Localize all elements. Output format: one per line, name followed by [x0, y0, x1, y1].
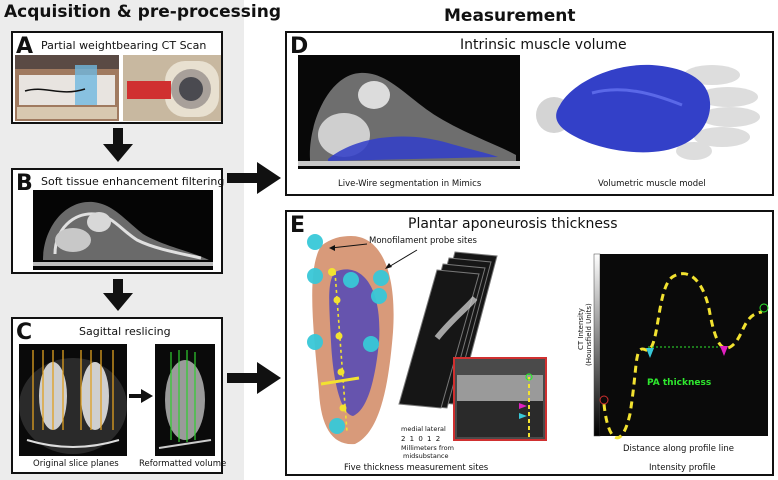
- panel-e-letter: E: [290, 213, 306, 238]
- panel-c-title: Sagittal reslicing: [79, 325, 171, 338]
- y-axis-units-label: (Hounsfield Units): [585, 303, 593, 366]
- panel-e-caption-profile: Intensity profile: [649, 463, 716, 473]
- panel-e-caption-sites: Five thickness measurement sites: [344, 463, 489, 473]
- panel-a-title: Partial weightbearing CT Scan: [41, 39, 207, 52]
- original-slice-planes-image: [19, 344, 127, 456]
- panel-b: B Soft tissue enhancement filtering: [11, 168, 225, 274]
- scale-medial-label: medial: [401, 425, 424, 433]
- pa-thickness-label: PA thickness: [647, 378, 712, 388]
- panel-c-caption-left: Original slice planes: [33, 459, 119, 469]
- panel-c: C Sagittal reslicing Original slice plan…: [11, 317, 227, 474]
- panel-d-caption-right: Volumetric muscle model: [598, 179, 706, 189]
- left-heading: Acquisition & pre-processing: [4, 2, 281, 22]
- panel-b-letter: B: [16, 171, 33, 196]
- panel-d-letter: D: [290, 34, 309, 59]
- scale-mid-label: midsubstance: [403, 452, 449, 460]
- scale-mm-label: Millimeters from: [401, 444, 454, 452]
- pa-inset-image: [453, 357, 547, 441]
- ct-scan-photos: [15, 55, 221, 121]
- panel-a: A Partial weightbearing CT Scan: [11, 31, 223, 124]
- panel-d-title: Intrinsic muscle volume: [460, 37, 627, 53]
- x-axis-label: Distance along profile line: [623, 444, 735, 454]
- scale-ticks-label: 2 1 0 1 2: [401, 435, 442, 443]
- probe-leader-lines: [329, 243, 418, 269]
- intensity-profile-chart: [593, 253, 769, 440]
- arrow-b-to-c: [103, 279, 133, 311]
- volumetric-muscle-model-image: [536, 64, 760, 160]
- panel-c-letter: C: [16, 320, 33, 345]
- arrow-c-to-e: [227, 362, 281, 394]
- panel-d: D Intrinsic muscle volume Live-Wire segm…: [285, 31, 774, 196]
- arrow-a-to-b: [103, 128, 133, 162]
- panel-e: E Plantar aponeurosis thickness Monofila…: [285, 210, 774, 476]
- panel-c-caption-right: Reformatted volume: [139, 459, 227, 469]
- panel-b-title: Soft tissue enhancement filtering: [41, 175, 225, 188]
- panel-e-title: Plantar aponeurosis thickness: [408, 216, 618, 232]
- panel-d-caption-left: Live-Wire segmentation in Mimics: [338, 179, 482, 189]
- filtered-ct-foot-image: [33, 190, 213, 270]
- arrow-reformat: [129, 389, 153, 403]
- panel-a-letter: A: [16, 34, 34, 59]
- reformatted-volume-image: [155, 344, 215, 456]
- live-wire-segmentation-image: [298, 55, 520, 169]
- scale-lateral-label: lateral: [425, 425, 446, 433]
- probe-sites-label: Monofilament probe sites: [369, 236, 477, 246]
- arrow-b-to-d: [227, 162, 281, 194]
- right-heading: Measurement: [444, 6, 576, 26]
- plantar-foot-image: [307, 234, 394, 445]
